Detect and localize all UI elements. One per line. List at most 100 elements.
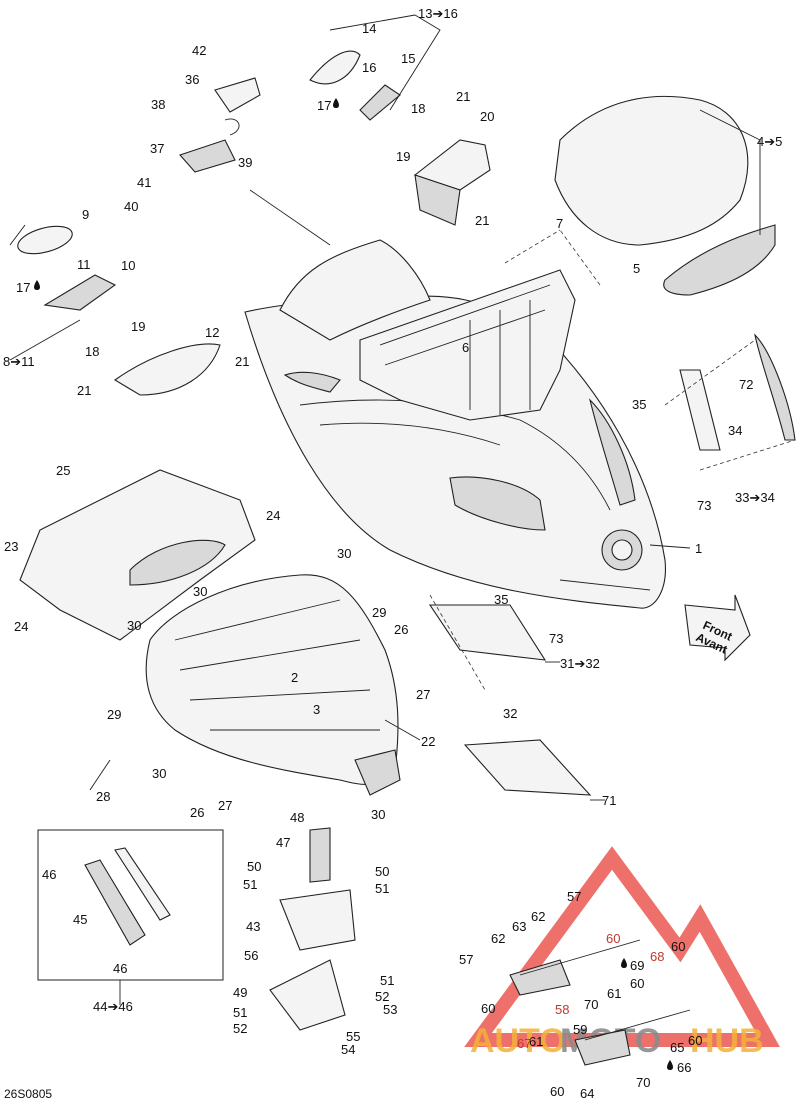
callout-62a: 62	[531, 909, 545, 924]
left-mirror-part	[17, 225, 221, 396]
callout-51b: 51	[375, 881, 389, 896]
callout-30e: 30	[371, 807, 385, 822]
callout-60b: 60	[671, 939, 685, 954]
callout-13-16: 13➔16	[418, 6, 458, 21]
callout-70a: 70	[584, 997, 598, 1012]
callout-38: 38	[151, 97, 165, 112]
watermark-part3: HUB	[690, 1022, 764, 1060]
mirror-assembly-part	[179, 77, 261, 173]
callout-63: 63	[512, 919, 526, 934]
vent-grille-part	[428, 604, 592, 796]
callout-10: 10	[121, 258, 135, 273]
callout-21a: 21	[456, 89, 470, 104]
callout-56: 56	[244, 948, 258, 963]
callouts: 1 2 3 4➔5 5 6 7 8➔11 9 10 11 12 13➔16 14…	[3, 6, 782, 1101]
callout-3: 3	[313, 702, 320, 717]
callout-30a: 30	[337, 546, 351, 561]
callout-64: 64	[580, 1086, 594, 1101]
callout-57a: 57	[567, 889, 581, 904]
callout-14: 14	[362, 21, 376, 36]
footrest-part	[509, 939, 691, 1066]
callout-23: 23	[4, 539, 18, 554]
oil-drop-icon	[34, 280, 40, 290]
callout-5: 5	[633, 261, 640, 276]
callout-60e: 60	[688, 1033, 702, 1048]
callout-61a: 61	[607, 986, 621, 1001]
callout-50b: 50	[375, 864, 389, 879]
callout-35b: 35	[494, 592, 508, 607]
leader-lines	[9, 14, 691, 1005]
callout-68: 68	[650, 949, 664, 964]
callout-51d: 51	[233, 1005, 247, 1020]
windshield-part	[554, 95, 776, 296]
callout-21c: 21	[235, 354, 249, 369]
callout-46a: 46	[42, 867, 56, 882]
callout-41: 41	[137, 175, 151, 190]
callout-25: 25	[56, 463, 70, 478]
reference-code: 26S0805	[4, 1087, 52, 1101]
callout-58: 58	[555, 1002, 569, 1017]
callout-18a: 18	[411, 101, 425, 116]
callout-42: 42	[192, 43, 206, 58]
side-panel-part	[19, 469, 256, 641]
callout-54: 54	[341, 1042, 355, 1057]
callout-71: 71	[602, 793, 616, 808]
callout-15: 15	[401, 51, 415, 66]
callout-52b: 52	[233, 1021, 247, 1036]
callout-30d: 30	[152, 766, 166, 781]
callout-30b: 30	[193, 584, 207, 599]
callout-24b: 24	[14, 619, 28, 634]
bracket-part	[269, 827, 356, 1031]
callout-32: 32	[503, 706, 517, 721]
callout-43: 43	[246, 919, 260, 934]
callout-60d: 60	[481, 1001, 495, 1016]
callout-2: 2	[291, 670, 298, 685]
callout-27b: 27	[218, 798, 232, 813]
oil-drop-icons	[34, 98, 673, 1070]
callout-51c: 51	[380, 973, 394, 988]
vent-cover-part	[413, 139, 491, 226]
callout-61b: 61	[529, 1034, 543, 1049]
callout-17b: 17	[16, 280, 30, 295]
callout-9: 9	[82, 207, 89, 222]
callout-19b: 19	[131, 319, 145, 334]
callout-45: 45	[73, 912, 87, 927]
callout-62b: 62	[491, 931, 505, 946]
callout-49: 49	[233, 985, 247, 1000]
callout-70b: 70	[636, 1075, 650, 1090]
callout-30c: 30	[127, 618, 141, 633]
callout-44-46: 44➔46	[93, 999, 133, 1014]
callout-22: 22	[421, 734, 435, 749]
callout-18b: 18	[85, 344, 99, 359]
callout-20: 20	[480, 109, 494, 124]
callout-34: 34	[728, 423, 742, 438]
callout-73b: 73	[549, 631, 563, 646]
side-vent-part	[664, 333, 796, 471]
hood-part	[244, 239, 666, 609]
callout-21b: 21	[475, 213, 489, 228]
callout-67: 67	[517, 1036, 531, 1051]
callout-21d: 21	[77, 383, 91, 398]
callout-17a: 17	[317, 98, 331, 113]
callout-65: 65	[670, 1040, 684, 1055]
callout-6: 6	[462, 340, 469, 355]
callout-72: 72	[739, 377, 753, 392]
callout-50a: 50	[247, 859, 261, 874]
front-direction-sign: Front Avant	[684, 594, 751, 662]
callout-33-34: 33➔34	[735, 490, 775, 505]
callout-59: 59	[573, 1022, 587, 1037]
callout-51a: 51	[243, 877, 257, 892]
callout-26a: 26	[394, 622, 408, 637]
callout-8-11: 8➔11	[3, 354, 35, 369]
callout-57b: 57	[459, 952, 473, 967]
oil-drop-icon	[333, 98, 339, 108]
callout-55: 55	[346, 1029, 360, 1044]
callout-40: 40	[124, 199, 138, 214]
callout-19a: 19	[396, 149, 410, 164]
callout-47: 47	[276, 835, 290, 850]
oil-drop-icon	[667, 1060, 673, 1070]
callout-69: 69	[630, 958, 644, 973]
callout-28: 28	[96, 789, 110, 804]
callout-29a: 29	[372, 605, 386, 620]
callout-60a: 60	[606, 931, 620, 946]
